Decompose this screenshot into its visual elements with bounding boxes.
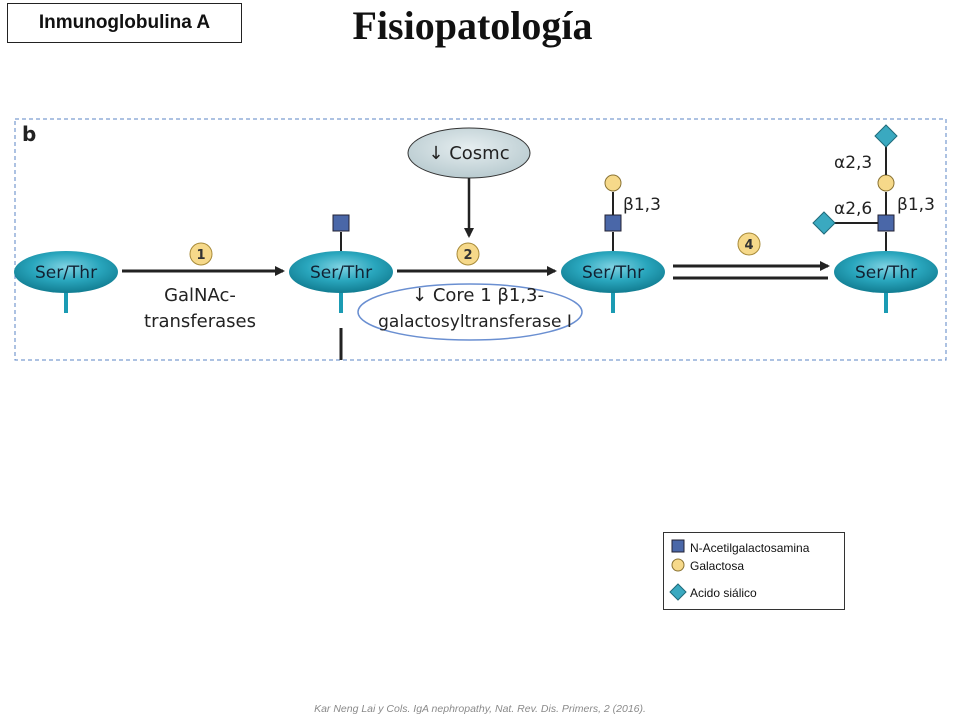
citation: Kar Neng Lai y Cols. IgA nephropathy, Na… (314, 703, 646, 715)
svg-text:1: 1 (196, 248, 205, 263)
step2-label-line2: galactosyltransferase I (378, 312, 572, 332)
linkage-beta13-node4: β1,3 (897, 195, 935, 215)
galactose-circle-node3 (604, 174, 622, 192)
enzyme-highlight-ellipse (357, 283, 583, 341)
linkage-beta13-node3: β1,3 (623, 195, 661, 215)
teal-diamond-icon (669, 583, 687, 601)
svg-text:Ser/Thr: Ser/Thr (35, 263, 97, 283)
svg-text:Ser/Thr: Ser/Thr (582, 263, 644, 283)
legend-label-galactose: Galactosa (690, 559, 745, 573)
svg-text:4: 4 (744, 238, 753, 253)
galnac-square-node2 (332, 214, 350, 232)
linkage-alpha26: α2,6 (834, 199, 872, 219)
step-badge-2: 2 (456, 242, 480, 266)
svg-text:↓ Cosmc: ↓ Cosmc (428, 143, 509, 164)
step-badge-4: 4 (737, 232, 761, 256)
cosmc-regulator: ↓ Cosmc (407, 127, 531, 179)
svg-text:2: 2 (463, 248, 472, 263)
galnac-square-node3 (604, 214, 622, 232)
galnac-square-node4 (877, 214, 895, 232)
page-title: Fisiopatología (352, 3, 593, 48)
panel-label: b (22, 122, 36, 146)
sialic-diamond-top (874, 124, 898, 148)
legend-label-galnac: N-Acetilgalactosamina (690, 541, 810, 555)
section-tag: Inmunoglobulina A (7, 3, 242, 43)
ser-thr-node-3: Ser/Thr (561, 251, 665, 293)
ser-thr-node-4: Ser/Thr (834, 251, 938, 293)
step2-label-line1: ↓ Core 1 β1,3- (412, 285, 544, 306)
ser-thr-node-1: Ser/Thr (14, 251, 118, 293)
linkage-alpha23: α2,3 (834, 153, 872, 173)
step-badge-1: 1 (189, 242, 213, 266)
legend-label-sialic: Acido siálico (690, 586, 757, 600)
step1-label-line2: transferases (144, 311, 256, 332)
svg-text:Ser/Thr: Ser/Thr (855, 263, 917, 283)
step1-label-line1: GalNAc- (164, 285, 236, 306)
yellow-circle-icon (671, 558, 685, 572)
ser-thr-node-2: Ser/Thr (289, 251, 393, 293)
legend-box: N-Acetilgalactosamina Galactosa Acido si… (663, 532, 845, 610)
svg-text:Ser/Thr: Ser/Thr (310, 263, 372, 283)
galactose-circle-node4 (877, 174, 895, 192)
blue-square-icon (671, 539, 685, 553)
panel-border (14, 118, 947, 361)
sialic-diamond-side (812, 211, 836, 235)
